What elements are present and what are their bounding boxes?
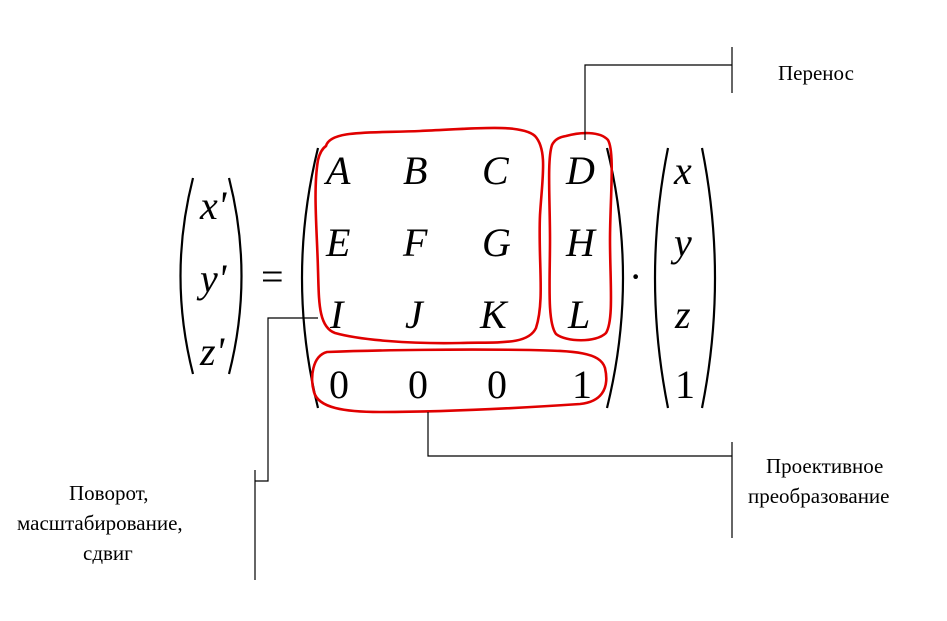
result-vector: x' y' z': [179, 177, 243, 375]
matrix-row-3: I J K L: [329, 292, 590, 337]
input-z: z: [674, 292, 691, 337]
projective-row-highlight: [310, 348, 608, 414]
result-z-prime: z': [199, 329, 226, 374]
matrix-cell-r4c3: 0: [487, 362, 507, 407]
input-vector-right-paren: [700, 147, 717, 409]
rotation-leader-line: [255, 317, 318, 482]
matrix-cell-e: E: [325, 220, 350, 265]
projective-label-line-1: Проективное: [766, 454, 883, 478]
rotation-label-line-1: Поворот,: [69, 481, 149, 505]
result-x-prime: x': [199, 183, 228, 228]
multiply-dot: ·: [629, 254, 642, 299]
matrix-cell-a: A: [323, 148, 351, 193]
matrix-cell-h: H: [565, 220, 597, 265]
input-x: x: [673, 148, 692, 193]
equals-sign: =: [261, 254, 284, 299]
matrix-right-paren: [605, 147, 625, 409]
projective-leader-line: [427, 412, 732, 457]
translation-leader-line: [584, 64, 732, 140]
input-vector: x y z 1: [653, 147, 717, 409]
matrix-cell-g: G: [482, 220, 511, 265]
projective-label-line-2: преобразование: [748, 484, 890, 508]
result-vector-left-paren: [179, 177, 195, 375]
rotation-label-line-3: сдвиг: [83, 541, 133, 565]
matrix-row-4: 0 0 0 1: [329, 362, 592, 407]
matrix-cell-b: B: [403, 148, 427, 193]
matrix-cell-d: D: [565, 148, 595, 193]
matrix-cell-r4c4: 1: [572, 362, 592, 407]
matrix-cell-k: K: [479, 292, 509, 337]
matrix-cell-l: L: [567, 292, 590, 337]
matrix-left-paren: [300, 147, 320, 409]
matrix-row-2: E F G H: [325, 220, 597, 265]
rotation-label-line-2: масштабирование,: [17, 511, 183, 535]
input-one: 1: [675, 362, 695, 407]
linear-block-highlight: [314, 126, 545, 345]
result-vector-right-paren: [227, 177, 243, 375]
matrix-cell-r4c1: 0: [329, 362, 349, 407]
matrix-row-1: A B C D: [323, 148, 595, 193]
matrix-cell-i: I: [329, 292, 345, 337]
matrix-cell-f: F: [402, 220, 428, 265]
matrix-cell-c: C: [482, 148, 510, 193]
input-vector-left-paren: [653, 147, 670, 409]
translation-label: Перенос: [778, 61, 854, 85]
input-y: y: [670, 220, 692, 265]
matrix-cell-r4c2: 0: [408, 362, 428, 407]
matrix-cell-j: J: [405, 292, 425, 337]
result-y-prime: y': [196, 256, 228, 301]
translation-column-highlight: [547, 131, 614, 342]
